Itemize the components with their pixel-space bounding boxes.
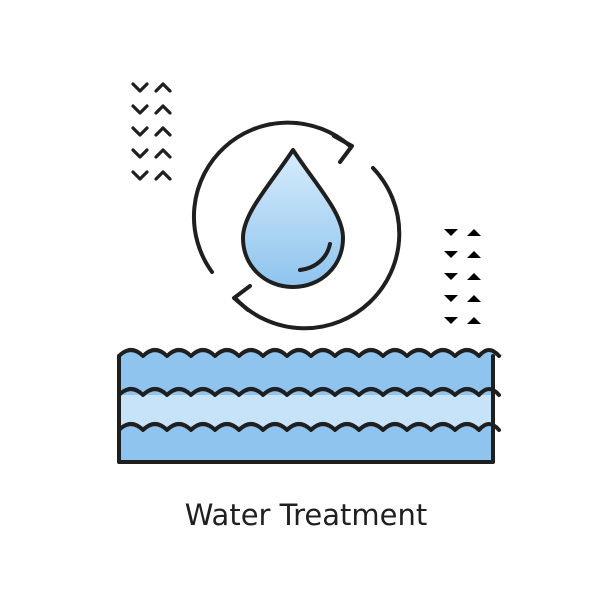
chevron-pattern-left bbox=[131, 82, 172, 181]
water-drop-icon bbox=[241, 148, 345, 289]
chevron-pattern-right bbox=[442, 227, 483, 326]
recycle-arrows-icon bbox=[191, 120, 402, 331]
water-waves-icon bbox=[117, 348, 503, 464]
icon-caption: Water Treatment bbox=[184, 498, 428, 532]
